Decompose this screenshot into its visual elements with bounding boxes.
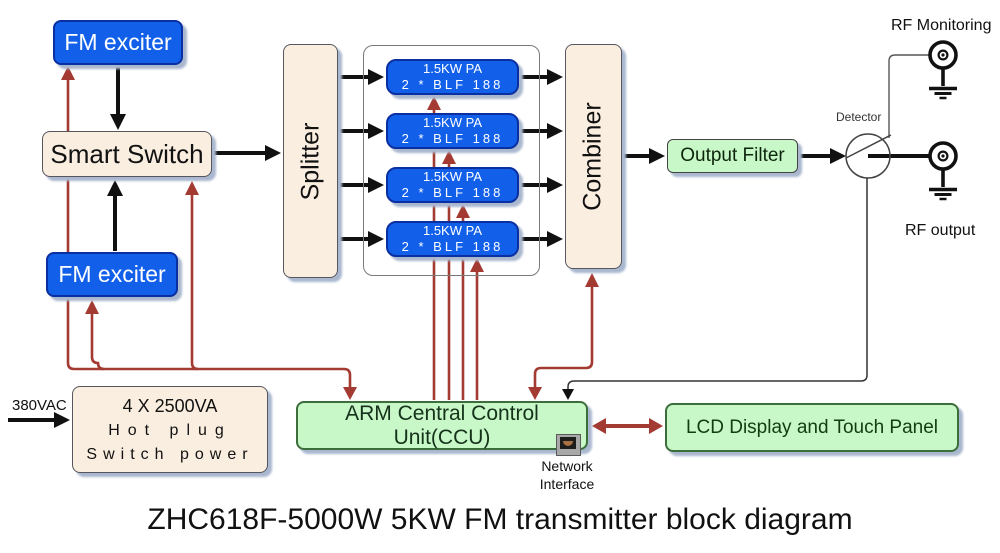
fm-exciter-top-box: FM exciter	[53, 20, 183, 65]
power-supply-box: 4 X 2500VA Hot plug Switch power	[72, 386, 268, 473]
pa-unit-2-device: 2 * BLF 188	[401, 131, 504, 146]
smart-switch-label: Smart Switch	[50, 138, 204, 169]
pa-unit-3-power: 1.5KW PA	[422, 168, 482, 184]
detector-sense-wires	[562, 54, 929, 400]
lcd-panel-box: LCD Display and Touch Panel	[665, 403, 959, 452]
rf-monitoring-connector-icon	[928, 40, 958, 100]
control-wire-arrowheads	[61, 66, 663, 434]
smart-switch-box: Smart Switch	[42, 131, 212, 177]
pa-unit-1-device: 2 * BLF 188	[401, 77, 504, 92]
detector-label: Detector	[836, 110, 882, 124]
fm-exciter-top-label: FM exciter	[64, 29, 172, 55]
pa-unit-3-box: 1.5KW PA 2 * BLF 188	[386, 167, 519, 203]
pa-unit-4-power: 1.5KW PA	[422, 222, 482, 238]
pa-unit-4-device: 2 * BLF 188	[401, 239, 504, 254]
pa-unit-2-power: 1.5KW PA	[422, 114, 482, 130]
network-interface-label-line1: Network	[541, 458, 593, 474]
splitter-label: Splitter	[296, 122, 324, 200]
power-supply-line3: Switch power	[86, 445, 254, 463]
pa-group-frame	[363, 45, 540, 276]
combiner-box: Combiner	[565, 44, 622, 269]
output-filter-label: Output Filter	[680, 145, 785, 166]
pa-unit-1-box: 1.5KW PA 2 * BLF 188	[386, 59, 519, 95]
rf-monitoring-label: RF Monitoring	[891, 17, 992, 34]
detector-symbol-icon	[845, 133, 892, 179]
splitter-box: Splitter	[283, 44, 338, 278]
diagram-title: ZHC618F-5000W 5KW FM transmitter block d…	[147, 503, 853, 536]
output-filter-box: Output Filter	[667, 139, 798, 173]
network-interface-label: Network Interface	[526, 457, 608, 493]
power-supply-rating: 4 X 2500VA	[122, 396, 218, 417]
rf-output-connector-icon	[928, 141, 958, 201]
network-interface-icon	[556, 434, 581, 456]
pa-unit-4-box: 1.5KW PA 2 * BLF 188	[386, 221, 519, 257]
fm-exciter-bottom-box: FM exciter	[46, 252, 178, 297]
pa-unit-1-power: 1.5KW PA	[422, 60, 482, 76]
input-voltage-label: 380VAC	[12, 397, 67, 414]
fm-exciter-bottom-label: FM exciter	[58, 261, 166, 287]
ccu-box: ARM Central Control Unit(CCU)	[296, 401, 588, 450]
power-supply-line2: Hot plug	[108, 422, 232, 440]
signal-arrows	[8, 66, 930, 428]
rf-output-label: RF output	[905, 222, 976, 239]
network-interface-screen	[560, 437, 576, 449]
lcd-panel-label: LCD Display and Touch Panel	[685, 416, 939, 438]
pa-unit-3-device: 2 * BLF 188	[401, 185, 504, 200]
combiner-label: Combiner	[579, 102, 607, 211]
ccu-label: ARM Central Control Unit(CCU)	[345, 401, 539, 449]
pa-unit-2-box: 1.5KW PA 2 * BLF 188	[386, 113, 519, 149]
network-interface-label-line2: Interface	[539, 476, 595, 493]
